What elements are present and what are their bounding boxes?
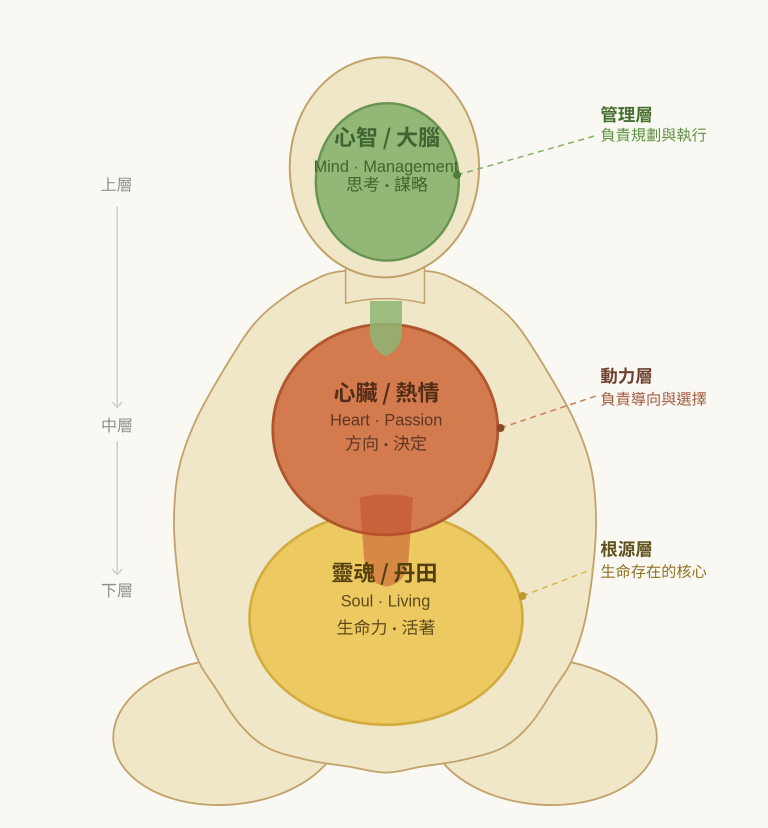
svg-text:Heart · Passion: Heart · Passion xyxy=(330,411,442,429)
svg-text:Soul · Living: Soul · Living xyxy=(341,593,431,611)
svg-text:Mind · Management: Mind · Management xyxy=(314,158,459,176)
